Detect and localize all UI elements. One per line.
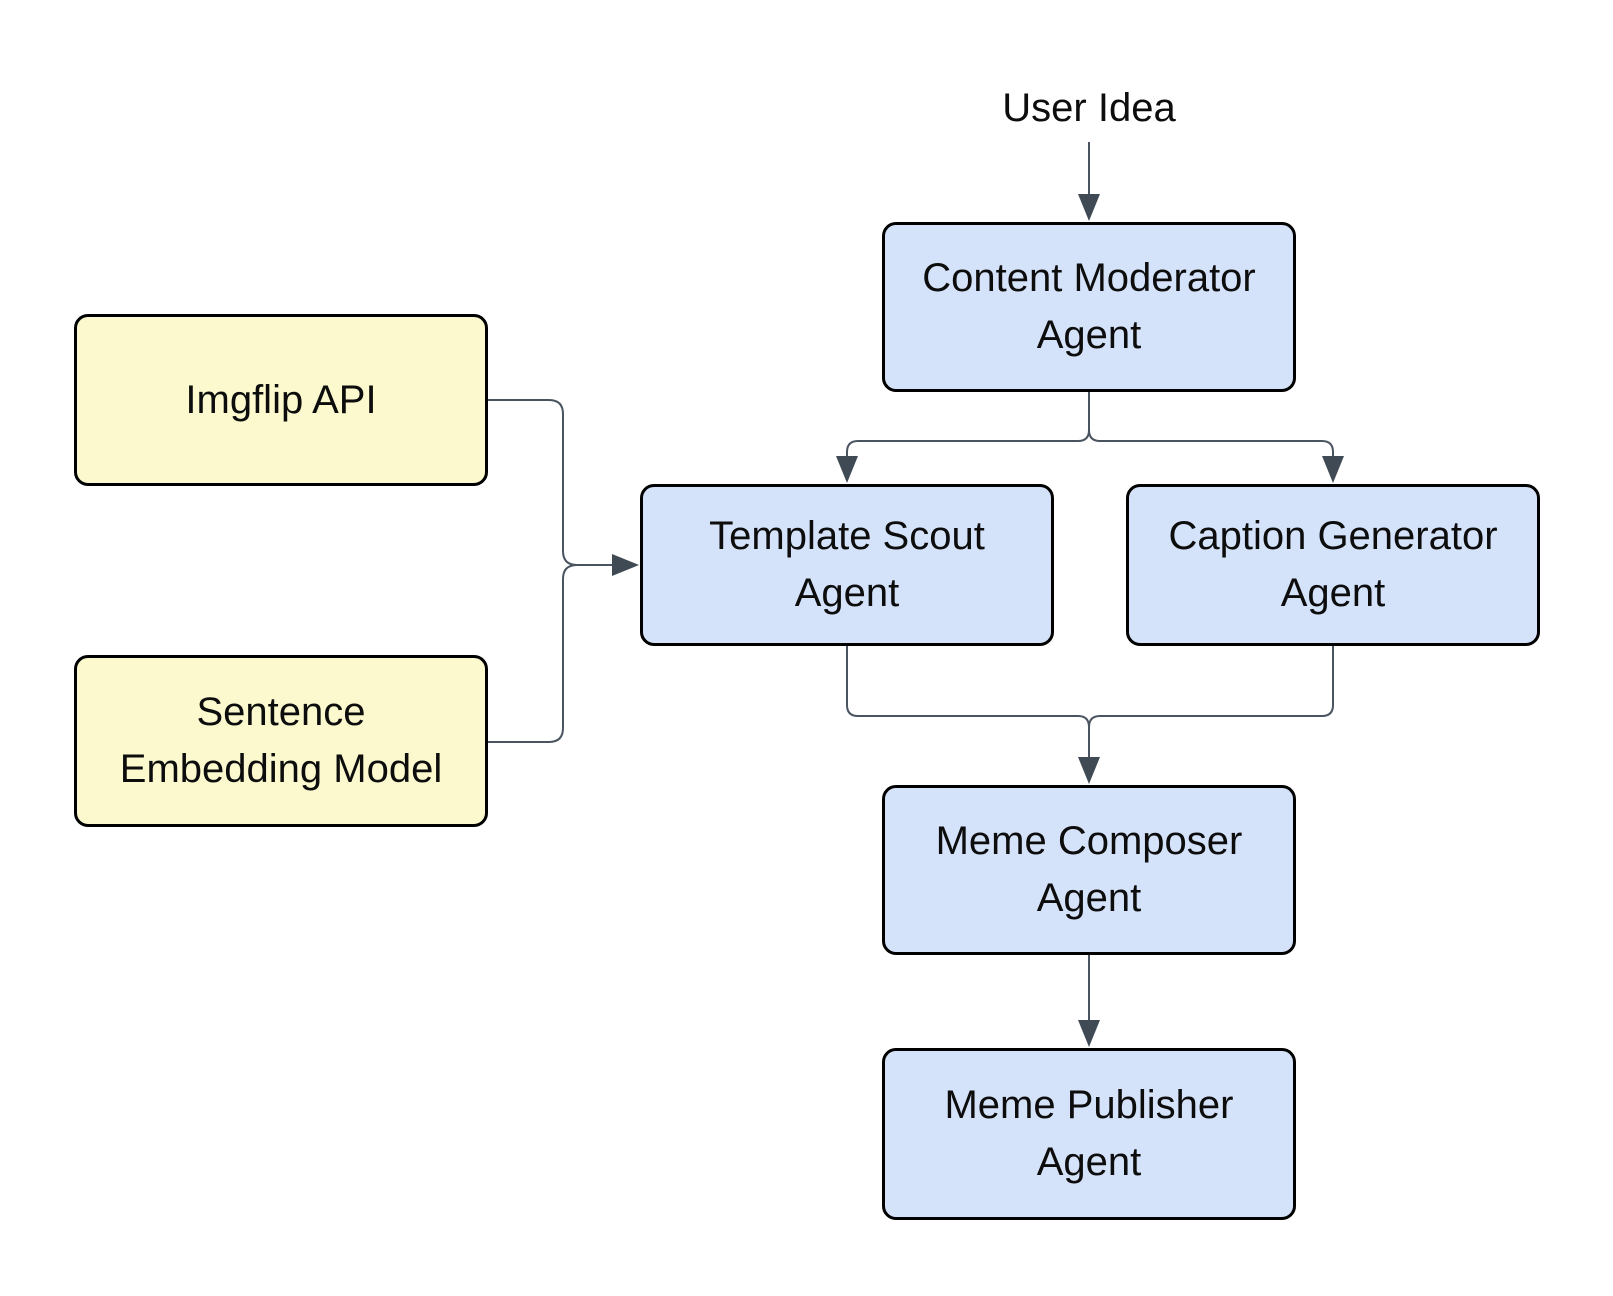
arrowhead-into-content-moderator: [1078, 194, 1100, 221]
node-label: Sentence Embedding Model: [119, 690, 443, 791]
edge-imgflip-api-to-template-scout: [488, 399, 613, 566]
node-caption-generator-agent: Caption Generator Agent: [1126, 484, 1540, 646]
node-meme-composer-agent: Meme Composer Agent: [882, 785, 1296, 955]
node-meme-publisher-agent: Meme Publisher Agent: [882, 1048, 1296, 1220]
node-label: Caption Generator Agent: [1168, 514, 1498, 615]
edge-caption-generator-to-meme-composer: [1088, 646, 1334, 758]
node-label: Meme Publisher Agent: [944, 1083, 1234, 1184]
node-content-moderator-agent: Content Moderator Agent: [882, 222, 1296, 392]
node-label: Meme Composer Agent: [935, 819, 1243, 920]
arrowhead-into-meme-composer: [1078, 757, 1100, 784]
user-idea-label: User Idea: [1002, 86, 1176, 130]
arrowhead-into-meme-publisher: [1078, 1020, 1100, 1047]
edge-content-moderator-to-template-scout: [846, 392, 1090, 457]
node-sentence-embedding-model: Sentence Embedding Model: [74, 655, 488, 827]
node-label: Content Moderator Agent: [922, 256, 1256, 357]
arrowhead-into-template-scout-left: [612, 554, 639, 576]
node-label: Template Scout Agent: [709, 514, 985, 615]
node-label: Imgflip API: [185, 377, 377, 422]
node-template-scout-agent: Template Scout Agent: [640, 484, 1054, 646]
edge-template-scout-to-meme-composer: [846, 646, 1090, 758]
arrowhead-into-template-scout-top: [836, 456, 858, 483]
edge-content-moderator-to-caption-generator: [1088, 392, 1334, 457]
edge-sentence-embedding-to-template-scout: [488, 564, 613, 743]
node-imgflip-api: Imgflip API: [74, 314, 488, 486]
arrowhead-into-caption-generator-top: [1322, 456, 1344, 483]
